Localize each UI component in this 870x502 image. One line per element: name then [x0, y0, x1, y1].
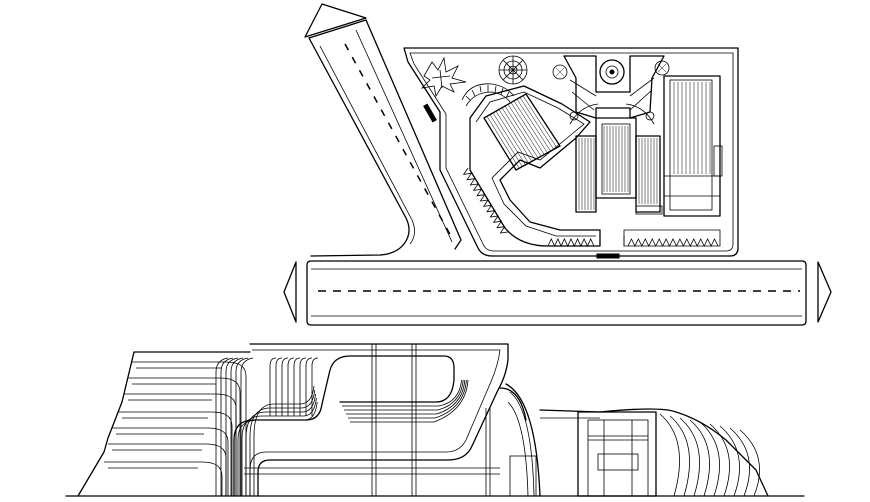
- main-building-plan: [575, 117, 663, 215]
- vertical-fins: [215, 357, 319, 496]
- vaulted-right-wing: [499, 383, 769, 497]
- garden-tree-symbol: [420, 56, 467, 98]
- central-plaza: [552, 55, 670, 125]
- diagonal-road: [308, 19, 462, 257]
- horizontal-road: [306, 260, 807, 326]
- zigzag-edge-bottom: [547, 238, 719, 247]
- diagonal-building-block: [483, 93, 561, 171]
- front-elevation: [65, 343, 805, 497]
- curved-ramp: [461, 83, 515, 107]
- site-boundary: [403, 47, 739, 259]
- stepped-left-wing: [77, 351, 251, 497]
- site-plan: [283, 3, 832, 326]
- window-grid: [244, 344, 500, 496]
- east-building-plan: [663, 75, 723, 217]
- left-direction-arrow: [283, 261, 297, 323]
- north-direction-arrow: [304, 3, 367, 38]
- zigzag-edge-left: [462, 167, 509, 234]
- curved-frame-structure: [233, 343, 509, 497]
- circular-planter: [498, 55, 528, 85]
- circulation-path: [469, 85, 721, 247]
- right-direction-arrow: [817, 261, 832, 323]
